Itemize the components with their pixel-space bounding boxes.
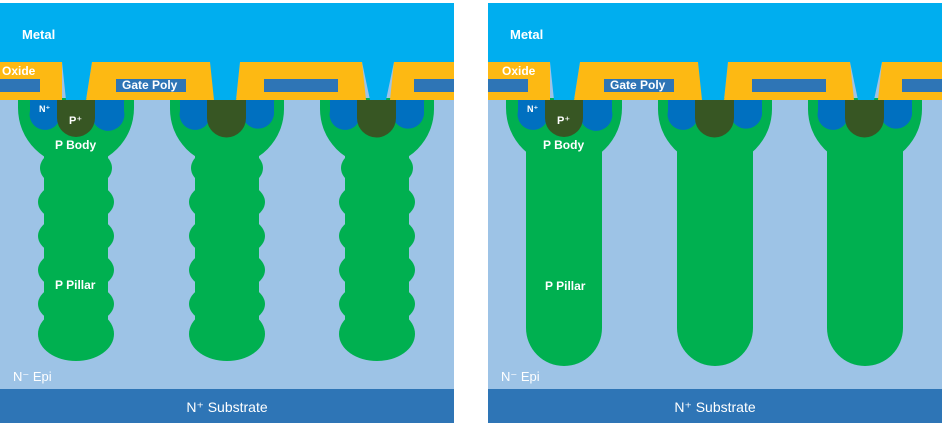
metal-layer: [0, 3, 454, 100]
p-pillar-1: [18, 98, 134, 361]
p-pillar-label: P Pillar: [545, 279, 586, 293]
n-epi-label: N⁻ Epi: [501, 369, 540, 384]
cross-section-diagram-right: Metal Oxide Gate Poly N⁺ P⁺ P Body P Pil…: [488, 3, 942, 423]
n-plus-label: N⁺: [39, 104, 50, 114]
p-pillar-label: P Pillar: [55, 278, 96, 292]
metal-label: Metal: [510, 27, 543, 42]
n-epi-label: N⁻ Epi: [13, 369, 52, 384]
p-body-label: P Body: [543, 138, 584, 152]
panel-multi-epi: Metal Oxide Gate Poly N⁺ P⁺ P Body P Pil…: [0, 3, 454, 423]
substrate-label: N⁺ Substrate: [186, 399, 268, 415]
metal-label: Metal: [22, 27, 55, 42]
gate-poly-layer: [488, 79, 942, 92]
n-plus-substrate: [0, 389, 454, 423]
metal-layer: [488, 3, 942, 100]
panel-deep-trench: Metal Oxide Gate Poly N⁺ P⁺ P Body P Pil…: [488, 3, 942, 423]
p-plus-label: P⁺: [69, 115, 82, 127]
oxide-label: Oxide: [502, 64, 536, 78]
p-pillars: [18, 98, 435, 361]
gate-poly-layer: [0, 79, 454, 92]
gate-poly-label: Gate Poly: [610, 78, 666, 92]
substrate-label: N⁺ Substrate: [674, 399, 756, 415]
p-plus-label: P⁺: [557, 115, 570, 127]
p-plus-regions: [545, 100, 884, 138]
gate-poly-label: Gate Poly: [122, 78, 178, 92]
p-body-label: P Body: [55, 138, 96, 152]
n-plus-regions: [517, 100, 913, 131]
n-plus-label: N⁺: [527, 104, 538, 114]
oxide-label: Oxide: [2, 64, 36, 78]
n-plus-substrate: [488, 389, 942, 423]
cross-section-diagram-left: Metal Oxide Gate Poly N⁺ P⁺ P Body P Pil…: [0, 3, 454, 423]
p-plus-regions: [57, 100, 397, 138]
n-plus-regions: [29, 100, 425, 131]
